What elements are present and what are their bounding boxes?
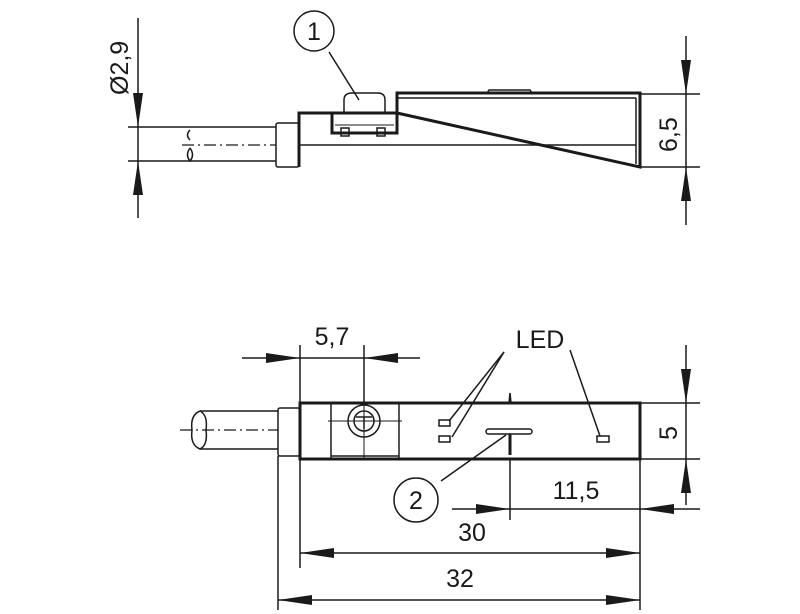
length-30-label: 30 (458, 519, 486, 547)
led-label: LED (516, 326, 565, 354)
arrow-icon (640, 504, 674, 514)
clip-tab (340, 127, 350, 137)
led-indicator (438, 435, 451, 443)
arrow-icon (606, 595, 640, 605)
height-label: 5 (655, 426, 683, 440)
diameter-label: Ø2,9 (106, 41, 134, 95)
arrow-icon (476, 504, 510, 514)
cable-ferrule (275, 122, 300, 168)
arrow-icon (606, 548, 640, 558)
sensing-point-label: 11,5 (553, 477, 600, 505)
balloon-2-label: 2 (409, 487, 423, 515)
led-leader (448, 351, 505, 422)
arrow-icon (133, 161, 143, 195)
sensor-body (297, 91, 642, 169)
arrow-icon (266, 353, 300, 363)
cable-break-mark (186, 129, 194, 163)
clamp-screw-icon (328, 400, 402, 458)
arrow-icon (278, 595, 312, 605)
balloon-2 (393, 477, 439, 523)
led-indicator (438, 419, 451, 427)
balloon-2-leader (440, 434, 507, 482)
led-leader (451, 351, 505, 438)
balloon-1-label: 1 (307, 18, 321, 46)
arrow-icon (681, 369, 691, 403)
led-indicator (596, 435, 610, 443)
balloon-1 (293, 10, 335, 52)
screw-offset-label: 5,7 (315, 323, 350, 351)
arrow-icon (681, 459, 691, 493)
body-top-bump (486, 89, 533, 94)
cable-break-mark (190, 410, 208, 450)
balloon-1-leader (328, 51, 360, 101)
sensing-mark (485, 428, 533, 435)
arrow-icon (681, 60, 691, 94)
arrow-icon (681, 167, 691, 201)
mounting-clip (330, 111, 399, 135)
arrow-icon (364, 353, 398, 363)
body-top-bump (508, 392, 512, 404)
length-32-label: 32 (446, 565, 474, 593)
arrow-icon (133, 93, 143, 127)
clip-tab (376, 127, 386, 137)
bottom-view: LED 2 5,7 5 11,5 30 (180, 323, 700, 610)
top-view: 1 Ø2,9 6,5 (106, 10, 700, 225)
led-leader (569, 349, 601, 437)
cable-ferrule (277, 407, 301, 457)
height-label: 6,5 (655, 117, 683, 152)
arrow-icon (300, 548, 334, 558)
clamp-screw-head (343, 92, 386, 113)
